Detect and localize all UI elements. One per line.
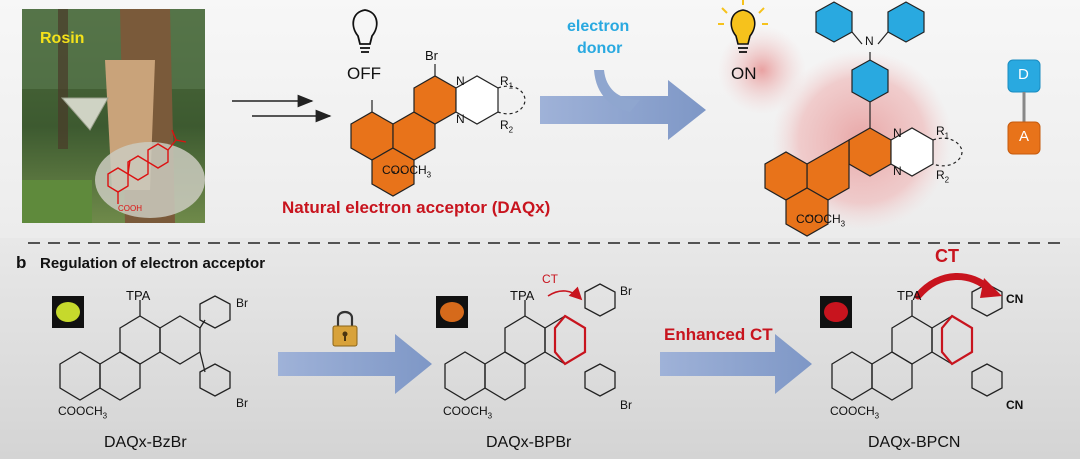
acceptor-caption: Natural electron acceptor (DAQx)	[282, 198, 551, 217]
r1-text: R	[500, 74, 509, 88]
cn-label-bottom: CN	[1006, 398, 1024, 412]
rosin-label: Rosin	[40, 30, 85, 47]
ester-sub-b1: 3	[102, 411, 108, 421]
rosin-photo	[22, 9, 205, 223]
acceptor-box	[1007, 121, 1041, 155]
n-label-da-top: N	[893, 126, 902, 140]
bulb-off-icon	[352, 9, 378, 53]
compound-name-3: DAQx-BPCN	[868, 434, 961, 451]
photo-structure-sketch	[107, 129, 187, 204]
compound-name-1: DAQx-BzBr	[104, 434, 187, 451]
r1-label: R1	[500, 74, 513, 90]
on-label: ON	[731, 64, 757, 83]
donor-label-line1: electron	[567, 18, 630, 35]
br-label-b1-bottom: Br	[236, 396, 248, 410]
n-label-da-bottom: N	[893, 164, 902, 178]
ester-text-a: COOCH	[382, 163, 427, 177]
n-label-top: N	[456, 74, 465, 88]
ester-text-b2: COOCH	[443, 404, 488, 418]
ester-text-b3: COOCH	[830, 404, 875, 418]
a-label: A	[1019, 128, 1030, 145]
ester-sub-a: 3	[426, 170, 432, 180]
n-label-bottom: N	[456, 112, 465, 126]
tpa-label-3: TPA	[897, 288, 922, 303]
ct-large-label: CT	[935, 246, 959, 266]
bulb-on-icon	[718, 0, 768, 53]
r1-sub: 1	[508, 81, 514, 91]
br-label: Br	[425, 48, 438, 63]
off-label: OFF	[347, 64, 381, 83]
n-label-tpa: N	[865, 34, 874, 48]
tpa-label-2: TPA	[510, 288, 535, 303]
panel-b-title: Regulation of electron acceptor	[40, 255, 266, 272]
r2-sub: 2	[508, 125, 514, 135]
tpa-label-1: TPA	[126, 288, 151, 303]
ester-label-da: COOCH3	[796, 212, 845, 228]
br-label-b2-bottom: Br	[620, 398, 632, 412]
bpbr-red-ring	[553, 314, 587, 366]
r1-text-da: R	[936, 124, 945, 138]
lock-icon	[332, 310, 358, 347]
r2-label-da: R2	[936, 168, 949, 184]
ester-sub-b3: 3	[874, 411, 880, 421]
cn-label-top: CN	[1006, 292, 1024, 306]
ester-sub-da: 3	[840, 219, 846, 229]
ester-sub-b2: 3	[487, 411, 493, 421]
r1-label-da: R1	[936, 124, 949, 140]
ester-label-a: COOCH3	[382, 163, 431, 179]
donor-label-line2: donor	[577, 40, 623, 57]
br-label-b2-top: Br	[620, 284, 632, 298]
electron-donor-arrow	[540, 70, 706, 140]
compound-name-2: DAQx-BPBr	[486, 434, 572, 451]
panel-b-letter: b	[16, 253, 27, 272]
r1-sub-da: 1	[944, 131, 950, 141]
lock-arrow	[278, 334, 432, 394]
ester-text-b1: COOCH	[58, 404, 103, 418]
ct-small-arrow	[547, 286, 583, 301]
r2-text: R	[500, 118, 509, 132]
enhanced-ct-arrow	[660, 334, 812, 394]
ester-text-da: COOCH	[796, 212, 841, 226]
r2-sub-da: 2	[944, 175, 950, 185]
ct-small-label: CT	[542, 272, 558, 286]
panel-b-background	[0, 238, 1080, 459]
daqx-structure	[350, 64, 526, 197]
r2-text-da: R	[936, 168, 945, 182]
structure-daqx-bzbr	[59, 295, 231, 401]
d-label: D	[1018, 66, 1029, 83]
ester-label-b3: COOCH3	[830, 404, 879, 420]
ester-label-b2: COOCH3	[443, 404, 492, 420]
d-a-structure	[764, 1, 963, 237]
ester-label-b1: COOCH3	[58, 404, 107, 420]
photo-cooh-label: COOH	[118, 204, 142, 213]
ct-large-arrow	[914, 273, 994, 300]
r2-label: R2	[500, 118, 513, 134]
enhanced-ct-label: Enhanced CT	[664, 325, 773, 344]
br-label-b1-top: Br	[236, 296, 248, 310]
bpcn-red-ring	[940, 314, 974, 366]
